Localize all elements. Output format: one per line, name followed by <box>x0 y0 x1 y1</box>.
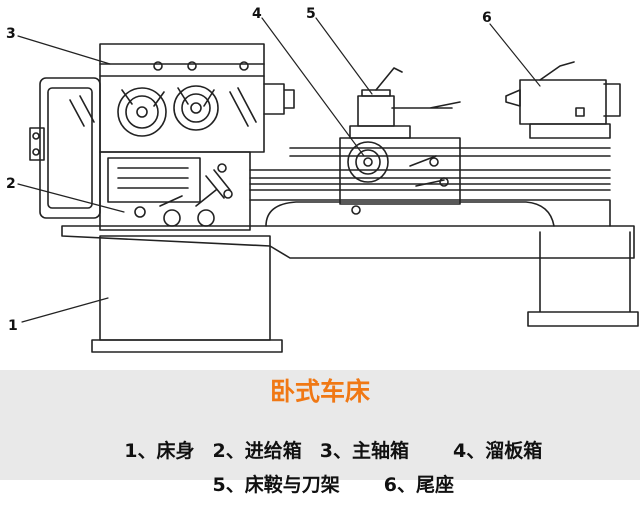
legend-item-apron: 4、溜板箱 <box>452 440 543 462</box>
callout-2: 2 <box>6 176 16 192</box>
diagram-title: 卧式车床 <box>269 377 370 406</box>
legend-item-carriage-toolpost: 5、床鞍与刀架 <box>212 474 340 496</box>
callout-1: 1 <box>8 318 18 334</box>
tailstock <box>505 61 621 139</box>
legend-row-1: 1、床身 2、进给箱 3、主轴箱 4、溜板箱 <box>0 414 640 485</box>
caption-panel: 卧式车床 1、床身 2、进给箱 3、主轴箱 4、溜板箱 5、床鞍与刀架 6、尾座 <box>0 370 640 496</box>
leader-lines <box>17 17 541 323</box>
headstock <box>99 43 295 153</box>
callout-5: 5 <box>306 6 316 22</box>
legend-item-bed: 1、床身 <box>124 440 195 462</box>
legend-item-tailstock: 6、尾座 <box>383 474 454 496</box>
callout-6: 6 <box>482 10 492 26</box>
callout-4: 4 <box>252 6 262 22</box>
tool-post <box>349 67 461 139</box>
legend-item-headstock: 3、主轴箱 <box>319 440 409 462</box>
feed-gearbox <box>99 151 251 231</box>
legend-item-feed-box: 2、进给箱 <box>212 440 302 462</box>
callout-3: 3 <box>6 26 16 42</box>
lathe-drawing: 3 2 1 4 5 6 <box>6 6 639 353</box>
feed-rods <box>249 147 611 185</box>
lathe-bed <box>61 189 639 353</box>
legend-row-2: 5、床鞍与刀架 6、尾座 <box>0 448 640 519</box>
